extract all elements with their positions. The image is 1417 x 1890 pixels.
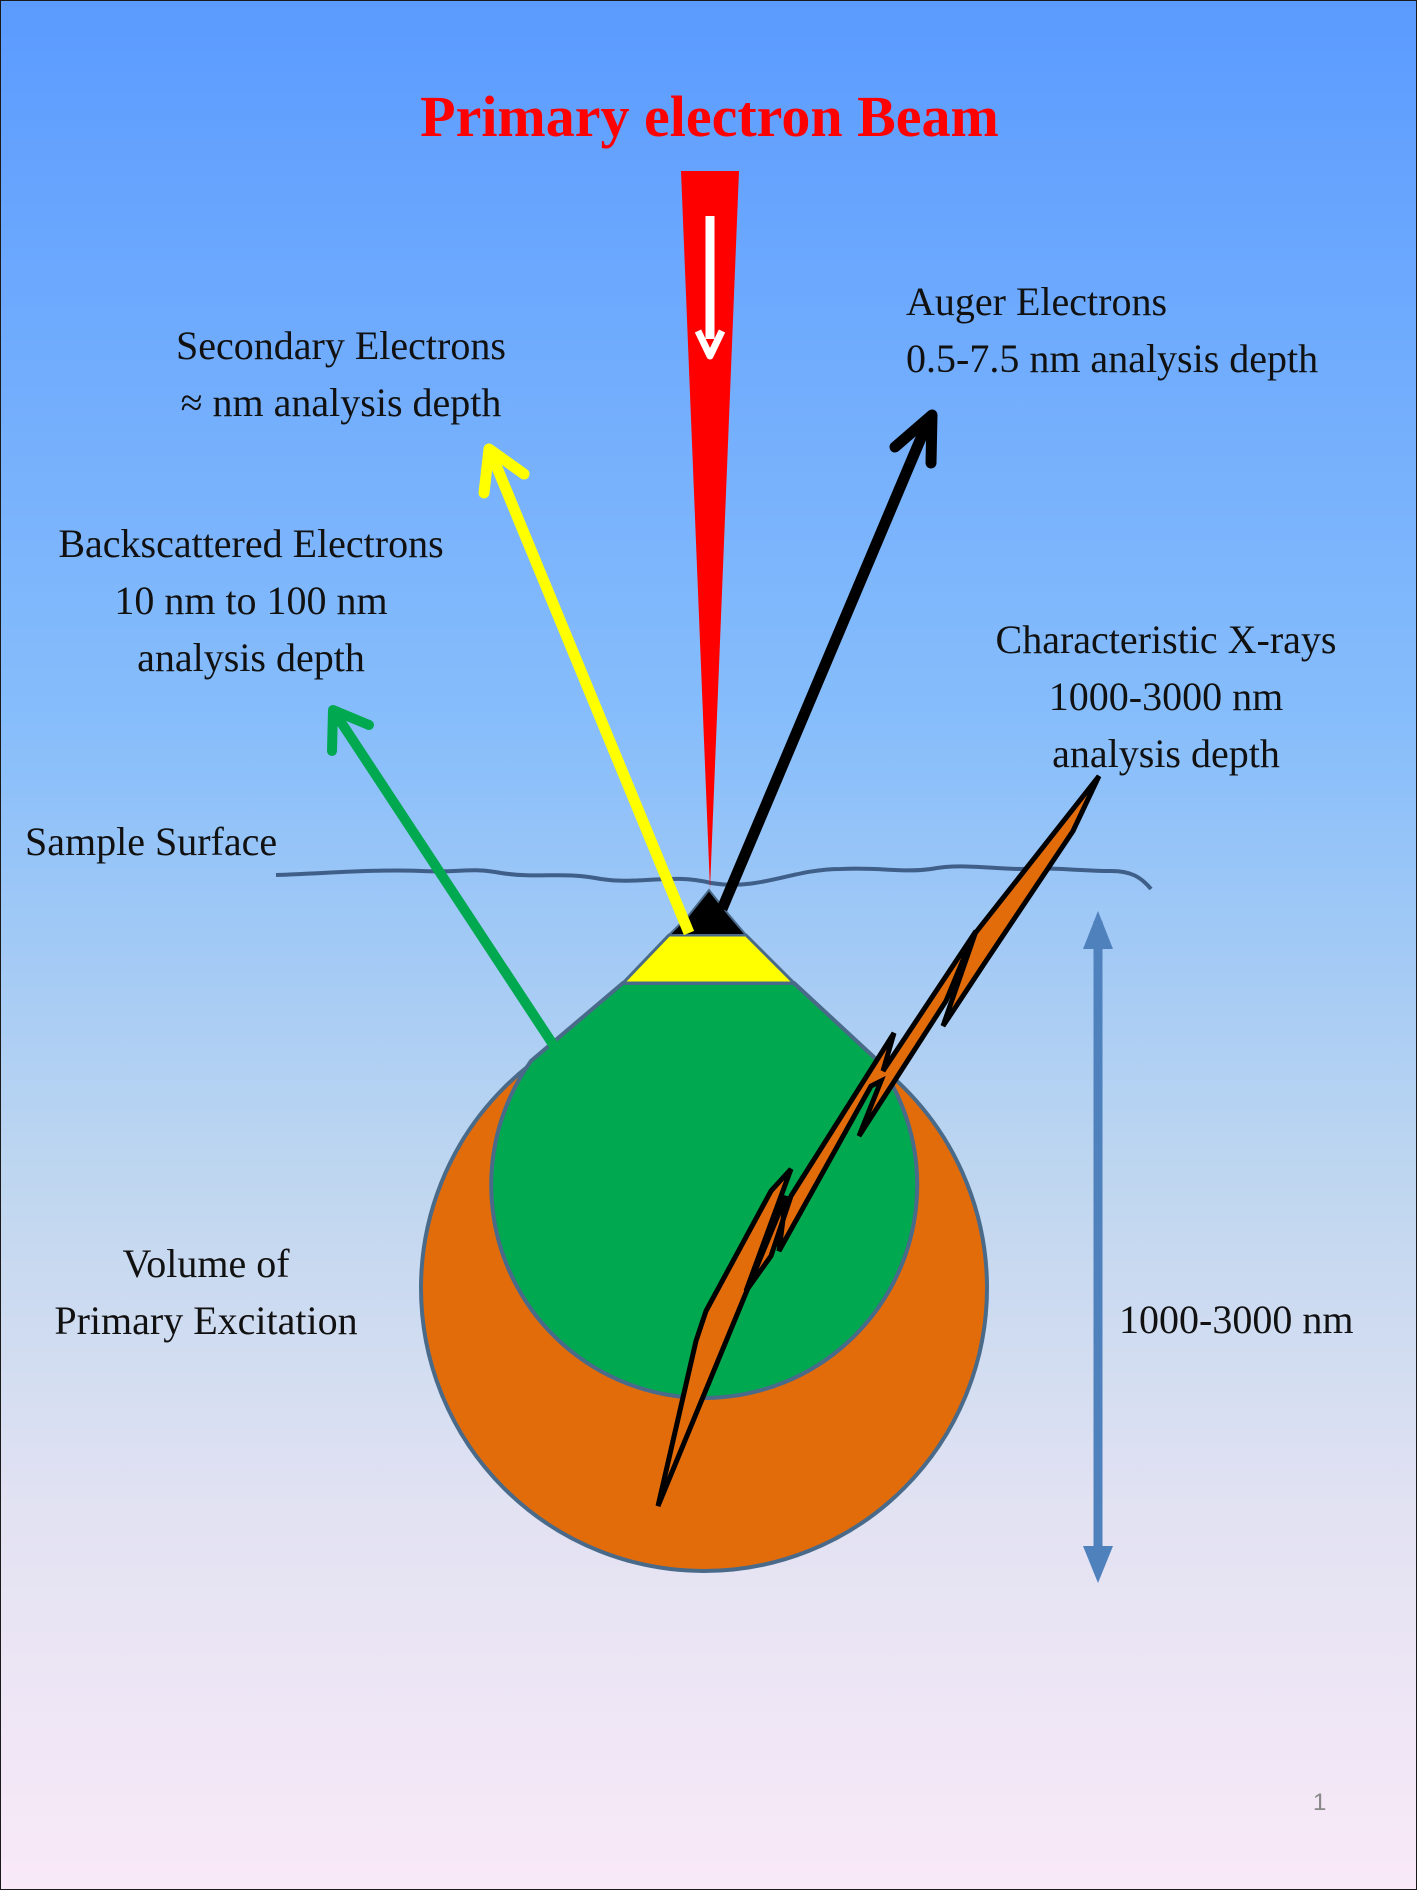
backscattered-electrons-label-line3: analysis depth bbox=[137, 635, 365, 680]
secondary-region bbox=[619, 933, 798, 985]
depth-arrow-top-head bbox=[1083, 911, 1113, 949]
title: Primary electron Beam bbox=[420, 84, 999, 149]
primary-excitation-volume-label-line2: Primary Excitation bbox=[54, 1298, 358, 1343]
backscattered-electrons-arrow bbox=[330, 710, 561, 1052]
backscattered-electrons-label-line2: 10 nm to 100 nm bbox=[114, 578, 388, 623]
sample-surface-label: Sample Surface bbox=[25, 819, 278, 864]
auger-electrons-label: Auger Electrons 0.5-7.5 nm analysis dept… bbox=[906, 273, 1318, 387]
page-number: 1 bbox=[1313, 1789, 1327, 1816]
characteristic-xrays-label-line3: analysis depth bbox=[1052, 731, 1280, 776]
backscattered-electrons-label-line1: Backscattered Electrons bbox=[58, 521, 444, 566]
depth-arrow-bottom-head bbox=[1083, 1546, 1113, 1583]
auger-electrons-arrow bbox=[716, 416, 935, 912]
secondary-electrons-label-line2: ≈ nm analysis depth bbox=[180, 380, 502, 425]
depth-label: 1000-3000 nm bbox=[1119, 1297, 1354, 1342]
secondary-electrons-label-line1: Secondary Electrons bbox=[176, 323, 506, 368]
backscattered-electrons-label: Backscattered Electrons 10 nm to 100 nm … bbox=[11, 515, 491, 686]
primary-excitation-volume-label: Volume of Primary Excitation bbox=[1, 1235, 411, 1349]
characteristic-xrays-label-line1: Characteristic X-rays bbox=[995, 617, 1337, 662]
primary-beam bbox=[681, 171, 739, 889]
auger-electrons-label-line1: Auger Electrons bbox=[906, 279, 1168, 324]
backscatter-volume bbox=[489, 981, 920, 1400]
secondary-electrons-arrow bbox=[485, 450, 695, 936]
beam-direction-arrow-head bbox=[694, 329, 726, 360]
characteristic-xrays-label-line2: 1000-3000 nm bbox=[1048, 674, 1284, 719]
auger-electrons-label-line2: 0.5-7.5 nm analysis depth bbox=[906, 336, 1319, 381]
backscattered-electrons-arrowhead bbox=[327, 705, 374, 756]
auger-electrons-arrowhead bbox=[889, 409, 938, 469]
characteristic-xrays-label: Characteristic X-rays 1000-3000 nm analy… bbox=[951, 611, 1381, 782]
secondary-electrons-label: Secondary Electrons ≈ nm analysis depth bbox=[141, 317, 541, 431]
secondary-electrons-arrowhead bbox=[478, 443, 530, 499]
primary-excitation-volume-label-line1: Volume of bbox=[122, 1241, 290, 1286]
xray-lightning-bolt bbox=[655, 774, 1102, 1507]
